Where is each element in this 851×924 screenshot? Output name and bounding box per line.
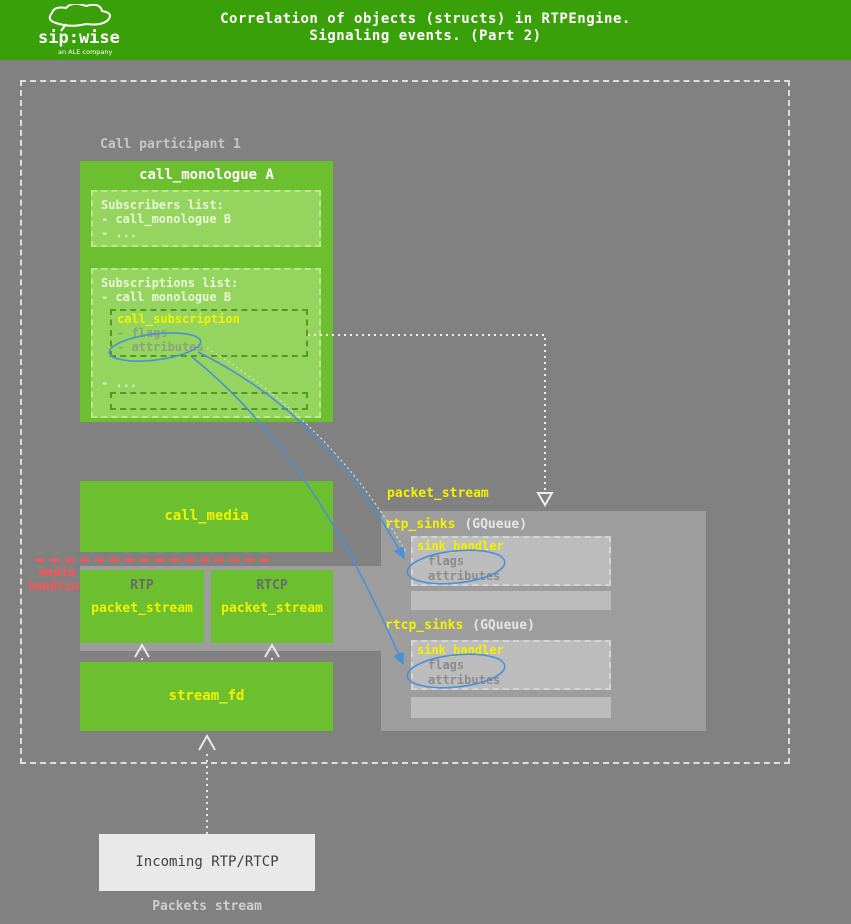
logo-tagline-text: an ALE company bbox=[58, 48, 113, 56]
rtcp-sinks-type: (GQueue) bbox=[472, 618, 535, 633]
call-subscription-title: call_subscription bbox=[117, 312, 240, 326]
rtp-sinks-row: rtp_sinks (GQueue) bbox=[385, 517, 527, 532]
call-subscription-box: call_subscription - flags - attributes bbox=[110, 309, 308, 357]
rtcp-sink-empty-slot bbox=[411, 697, 611, 718]
subscribers-list-box: Subscribers list: - call_monologue B - .… bbox=[91, 190, 321, 247]
rtp-sinks-label: rtp_sinks bbox=[385, 517, 456, 532]
subscribers-item: - ... bbox=[101, 226, 138, 240]
rtcp-sink-handler-box: sink_handler flags attributes bbox=[411, 640, 611, 690]
header-title: Correlation of objects (structs) in RTPE… bbox=[0, 11, 851, 45]
sipwise-logo: sip:wise an ALE company bbox=[30, 2, 130, 58]
call-monologue-box: call_monologue A Subscribers list: - cal… bbox=[80, 161, 333, 422]
header-bar: sip:wise an ALE company Correlation of o… bbox=[0, 0, 851, 60]
call-media-box: call_media bbox=[80, 481, 333, 552]
rtcp-sink-handler-title: sink_handler bbox=[417, 643, 504, 657]
media-handling-label: media handling bbox=[28, 565, 86, 593]
incoming-rtp-rtcp-box: Incoming RTP/RTCP bbox=[99, 834, 315, 891]
rtcp-packet-stream-name: packet_stream bbox=[221, 601, 323, 616]
header-title-line2: Signaling events. (Part 2) bbox=[309, 28, 542, 44]
rtcp-packet-stream-box: RTCP packet_stream bbox=[211, 570, 333, 643]
rtcp-label: RTCP bbox=[256, 578, 288, 593]
rtp-label: RTP bbox=[130, 578, 154, 593]
logo-brand-text: sip:wise bbox=[38, 28, 120, 48]
call-monologue-title: call_monologue A bbox=[139, 167, 274, 183]
subscriptions-more: - ... bbox=[101, 376, 138, 390]
rtp-sink-attributes: attributes bbox=[428, 569, 501, 583]
subscribers-title: Subscribers list: bbox=[101, 198, 224, 212]
subscription-empty-slot bbox=[110, 392, 308, 410]
stream-fd-box: stream_fd bbox=[80, 662, 333, 731]
header-title-line1: Correlation of objects (structs) in RTPE… bbox=[220, 11, 631, 27]
rtp-sink-handler-box: sink_handler flags attributes bbox=[411, 536, 611, 586]
rtcp-sink-flags: flags bbox=[428, 658, 465, 672]
rtp-sink-empty-slot bbox=[411, 591, 611, 610]
participant-label: Call participant 1 bbox=[100, 137, 241, 152]
rtp-packet-stream-name: packet_stream bbox=[91, 601, 193, 616]
packets-stream-label: Packets stream bbox=[152, 899, 262, 914]
rtp-sinks-type: (GQueue) bbox=[464, 517, 528, 532]
logo-cloud-icon bbox=[48, 2, 111, 27]
subscriptions-item: - call monologue B bbox=[101, 290, 232, 304]
rtcp-sinks-row: rtcp_sinks (GQueue) bbox=[385, 618, 535, 633]
subscriptions-list-box: Subscriptions list: - call monologue B c… bbox=[91, 268, 321, 418]
packet-stream-title: packet_stream bbox=[387, 486, 489, 501]
rtcp-sinks-label: rtcp_sinks bbox=[385, 618, 464, 633]
packet-stream-box: rtp_sinks (GQueue) sink_handler flags att… bbox=[381, 511, 706, 731]
rtp-sink-handler-title: sink_handler bbox=[417, 539, 504, 553]
subscribers-item: - call_monologue B bbox=[101, 212, 232, 226]
subscriptions-title: Subscriptions list: bbox=[101, 276, 239, 290]
rtp-sink-flags: flags bbox=[428, 554, 465, 568]
rtp-packet-stream-box: RTP packet_stream bbox=[80, 570, 204, 643]
subscription-attributes: - attributes bbox=[117, 340, 204, 354]
subscription-flags: - flags bbox=[117, 326, 168, 340]
rtcp-sink-attributes: attributes bbox=[428, 673, 501, 687]
diagram-boundary bbox=[20, 80, 790, 764]
logo-cloud-tail-icon bbox=[60, 23, 67, 32]
